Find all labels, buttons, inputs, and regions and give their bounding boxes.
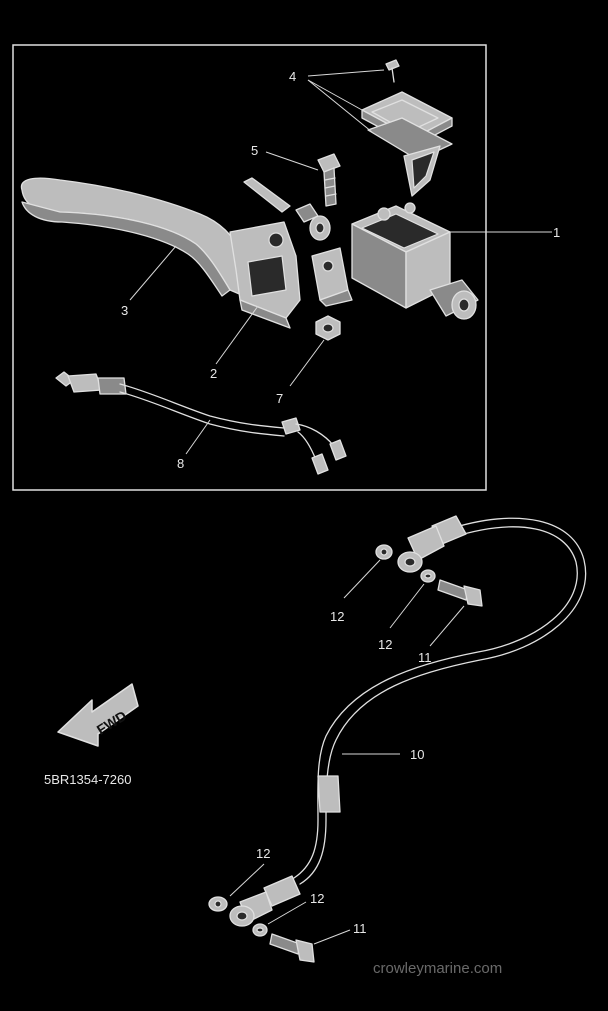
leader-12d — [267, 901, 307, 925]
callout-12c: 12 — [256, 846, 270, 861]
leader-4a — [307, 79, 363, 111]
callout-2: 2 — [210, 366, 217, 381]
leader-4c — [307, 69, 385, 77]
leader-3 — [129, 245, 177, 301]
fwd-direction-arrow: FWD — [57, 683, 139, 747]
leader-12a — [343, 559, 381, 599]
callout-12a: 12 — [330, 609, 344, 624]
callout-11a: 11 — [418, 650, 432, 665]
brake-switch — [55, 371, 347, 475]
leader-12b — [389, 583, 425, 629]
master-cylinder-assembly — [20, 59, 552, 475]
leader-7 — [289, 339, 325, 387]
callout-3: 3 — [121, 303, 128, 318]
watermark: crowleymarine.com — [373, 960, 502, 977]
pivot-bolt — [317, 153, 341, 207]
leader-5 — [265, 151, 319, 171]
callout-11b: 11 — [353, 921, 367, 936]
brake-lever — [20, 177, 301, 329]
callout-8: 8 — [177, 456, 184, 471]
leader-11b — [313, 929, 351, 945]
lever-nut — [315, 315, 341, 341]
leader-8 — [185, 419, 211, 455]
push-rod — [243, 177, 331, 241]
master-cylinder-body — [311, 202, 479, 320]
leader-12c — [229, 863, 265, 897]
callout-12d: 12 — [310, 891, 324, 906]
part-code: 5BR1354-7260 — [44, 772, 131, 787]
callout-5: 5 — [251, 143, 258, 158]
leader-2 — [215, 305, 259, 365]
callout-12b: 12 — [378, 637, 392, 652]
leader-4b — [307, 79, 373, 133]
reservoir-cap-set — [361, 59, 453, 197]
brake-hose — [299, 517, 587, 885]
callout-10: 10 — [410, 747, 424, 762]
leader-11a — [429, 605, 465, 647]
callout-4: 4 — [289, 69, 296, 84]
callout-7: 7 — [276, 391, 283, 406]
callout-1: 1 — [553, 225, 560, 240]
assembly-frame — [12, 44, 487, 491]
brake-hose-assembly — [208, 515, 587, 963]
